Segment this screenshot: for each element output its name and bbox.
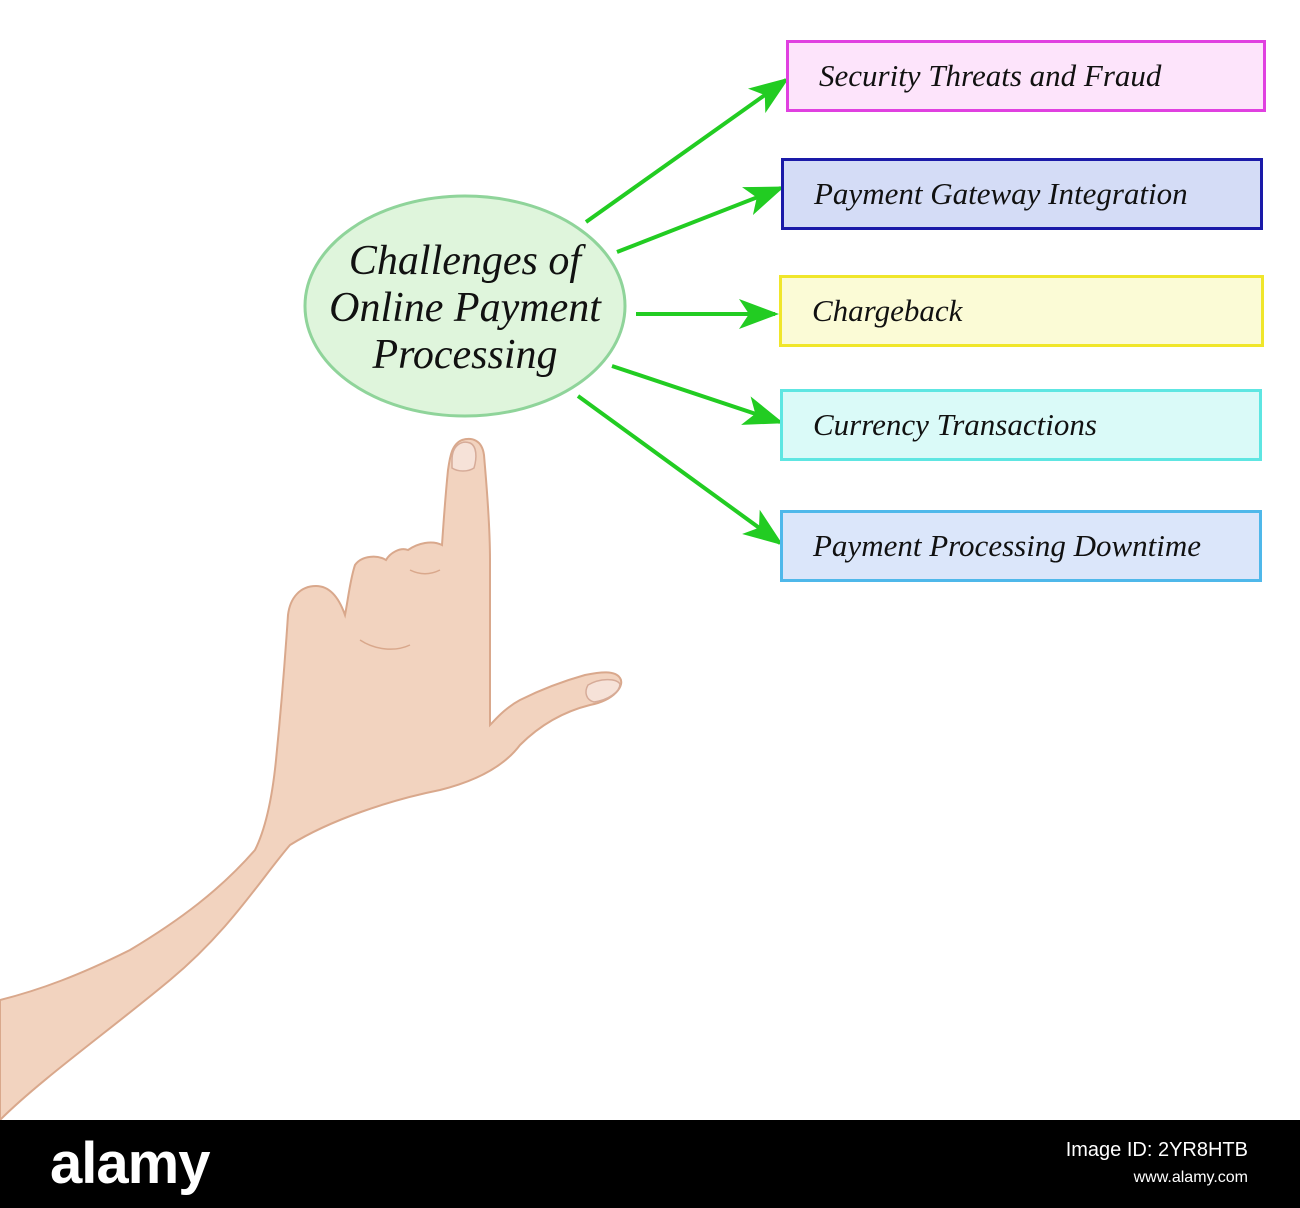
index-fingernail [451,441,477,472]
arrow-to-security-threats [584,77,790,224]
challenge-label: Payment Processing Downtime [813,528,1201,563]
center-title-line-3: Processing [372,332,558,378]
alamy-logo: alamy [50,1131,210,1196]
challenge-label: Payment Gateway Integration [814,176,1188,211]
challenge-box-currency-transactions: Currency Transactions [780,389,1262,461]
stock-footer-bar: alamy Image ID: 2YR8HTB www.alamy.com [0,1120,1300,1208]
pointing-hand-illustration [0,437,623,1120]
center-title-line-2: Online Payment [329,285,601,331]
knuckle-crease [359,569,441,650]
challenge-label: Currency Transactions [813,407,1097,442]
site-url: www.alamy.com [1133,1169,1248,1186]
challenge-box-gateway-integration: Payment Gateway Integration [781,158,1263,230]
hand-shape [0,437,623,1120]
diagram-graphics [0,77,790,1120]
arrow-to-gateway-integration [616,186,785,254]
center-ellipse [303,194,627,418]
image-id-block: Image ID: 2YR8HTB www.alamy.com [1066,1136,1248,1192]
center-title: Challenges of Online Payment Processing [300,238,630,379]
arrow-to-currency-transactions [611,364,784,425]
challenge-box-chargeback: Chargeback [779,275,1264,347]
challenge-label: Chargeback [812,293,963,328]
thumb-nail [585,678,621,703]
image-id: Image ID: 2YR8HTB [1065,1139,1248,1161]
challenge-label: Security Threats and Fraud [819,58,1162,93]
challenge-box-processing-downtime: Payment Processing Downtime [780,510,1262,582]
arrow-to-processing-downtime [576,394,784,546]
center-title-line-1: Challenges of [348,238,582,284]
challenge-box-security-threats: Security Threats and Fraud [786,40,1266,112]
diagram-canvas: Challenges of Online Payment Processing … [0,40,1266,1120]
